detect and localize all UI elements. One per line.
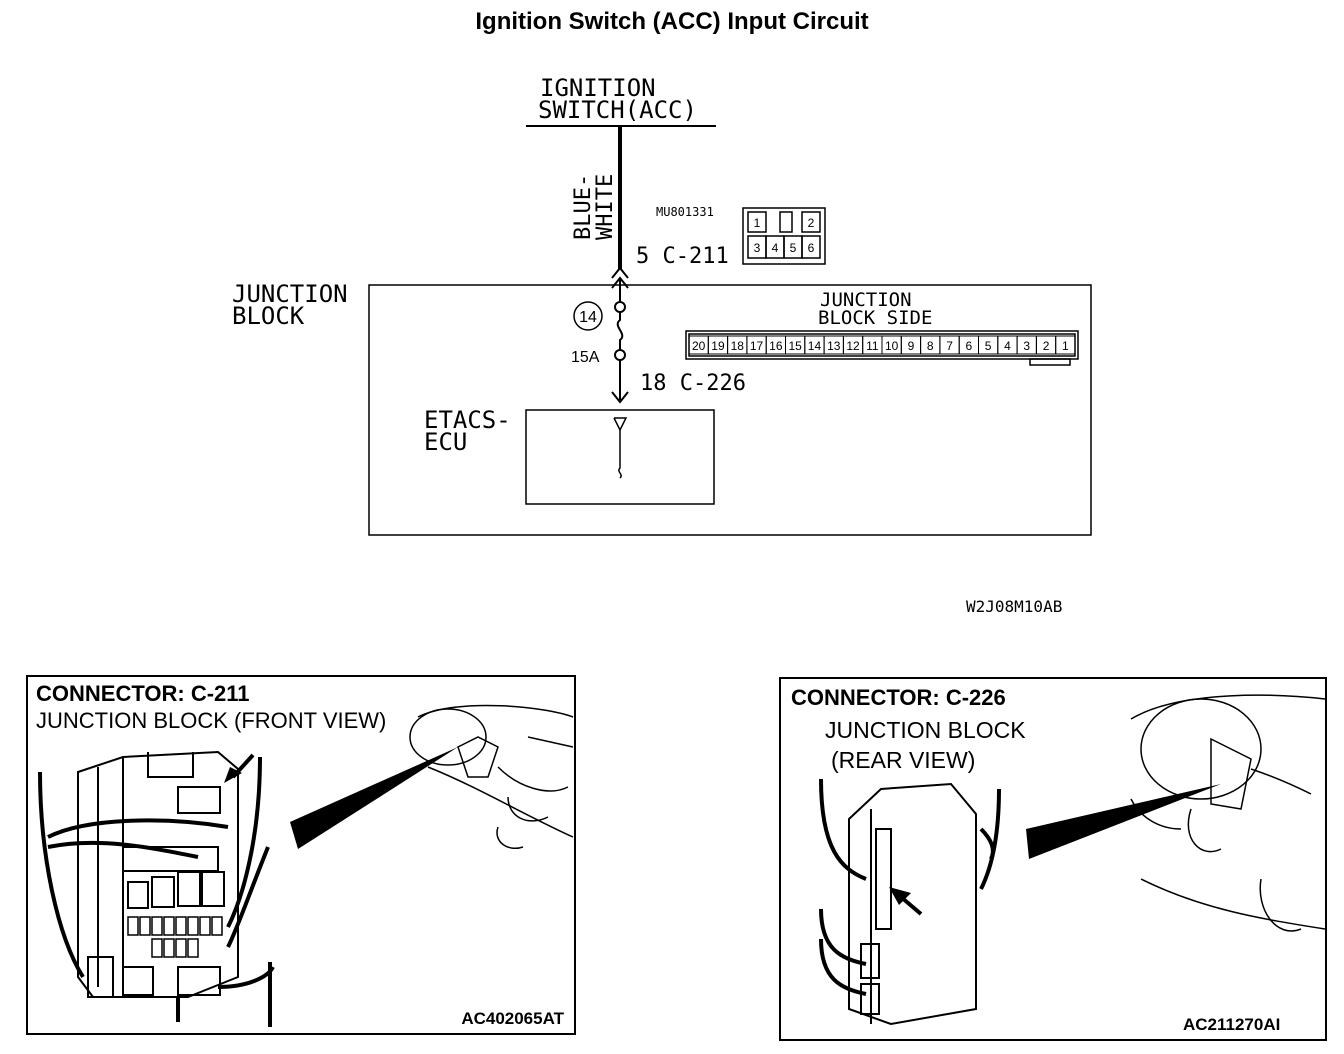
junction-block-side-line2: BLOCK SIDE [818,307,932,329]
figure-code: W2J08M10AB [966,597,1062,616]
connector-c226-panel: CONNECTOR: C-226 JUNCTION BLOCK (REAR VI… [779,677,1327,1041]
ignition-switch-label-line2: SWITCH(ACC) [538,96,697,124]
circuit-schematic: IGNITION SWITCH(ACC) BLUE- WHITE 5 C-211… [232,74,1092,616]
c211-pin: 5 [790,241,797,255]
c226-subheading-line2: (REAR VIEW) [831,747,976,773]
c211-label: 5 C-211 [636,244,729,269]
c226-pin: 6 [966,339,973,353]
c211-pin: 1 [754,216,761,230]
c211-pin: 6 [808,241,815,255]
c226-pin: 14 [808,339,822,353]
c211-figure-code: AC402065AT [461,1009,564,1028]
c226-pin: 12 [846,339,860,353]
c211-pin: 3 [754,241,761,255]
c226-pin: 10 [885,339,899,353]
c211-arrow-upper [611,266,629,279]
wire-color-label-line1: BLUE- [571,174,596,240]
c226-pin: 7 [946,339,953,353]
etacs-ecu-box [525,409,715,505]
c226-pin: 2 [1043,339,1050,353]
c226-pointer-arrow [889,887,911,905]
connector-part-number: MU801331 [656,205,714,219]
c226-pin: 16 [769,339,783,353]
junction-block-label-line1: JUNCTION [232,280,348,308]
c211-location-illustration [38,704,574,1027]
c226-pin: 3 [1023,339,1030,353]
c226-pin: 15 [788,339,802,353]
c226-pin: 20 [692,339,706,353]
wire-color-label-line2: WHITE [593,174,618,240]
c211-pin: 2 [808,216,815,230]
etacs-label-line2: ECU [424,428,467,456]
c226-location-illustration [819,694,1325,1026]
ignition-switch-label-line1: IGNITION [540,74,656,102]
c226-pin: 1 [1062,339,1069,353]
c226-pin-cell [1055,335,1076,355]
c226-label: 18 C-226 [640,371,746,396]
c226-pin: 13 [827,339,841,353]
c211-subheading: JUNCTION BLOCK (FRONT VIEW) [36,708,387,733]
c226-pin: 17 [750,339,764,353]
zoom-wedge [1026,784,1221,859]
c226-pin: 19 [711,339,725,353]
c226-figure-code: AC211270AI [1183,1015,1281,1034]
c226-pin: 9 [908,339,915,353]
c226-pin: 4 [1004,339,1011,353]
c211-connector-face [742,207,826,265]
fuse-number: 14 [579,309,597,326]
fuse-rating: 15A [571,349,600,366]
c226-pin: 5 [985,339,992,353]
c226-pin: 11 [866,339,879,353]
junction-block-label-line2: BLOCK [232,302,305,330]
c226-subheading-line1: JUNCTION BLOCK [825,717,1026,743]
c226-arrow [611,391,629,404]
junction-block-side-line1: JUNCTION [820,289,912,311]
junction-block-outline [368,284,1092,536]
c211-pin: 4 [772,241,779,255]
ecu-input-terminal [613,417,628,432]
page-title: Ignition Switch (ACC) Input Circuit [475,8,869,35]
c211-pointer-arrow [224,767,242,783]
c226-heading: CONNECTOR: C-226 [791,685,1006,710]
c211-heading: CONNECTOR: C-211 [36,681,250,706]
c226-pin: 18 [731,339,745,353]
fuse-symbol [616,312,624,350]
fuse-number-circle [573,301,603,331]
connector-c211-panel: CONNECTOR: C-211 JUNCTION BLOCK (FRONT V… [26,675,576,1035]
c226-pin: 8 [927,339,934,353]
zoom-wedge [290,747,458,849]
etacs-label-line1: ETACS- [424,406,511,434]
